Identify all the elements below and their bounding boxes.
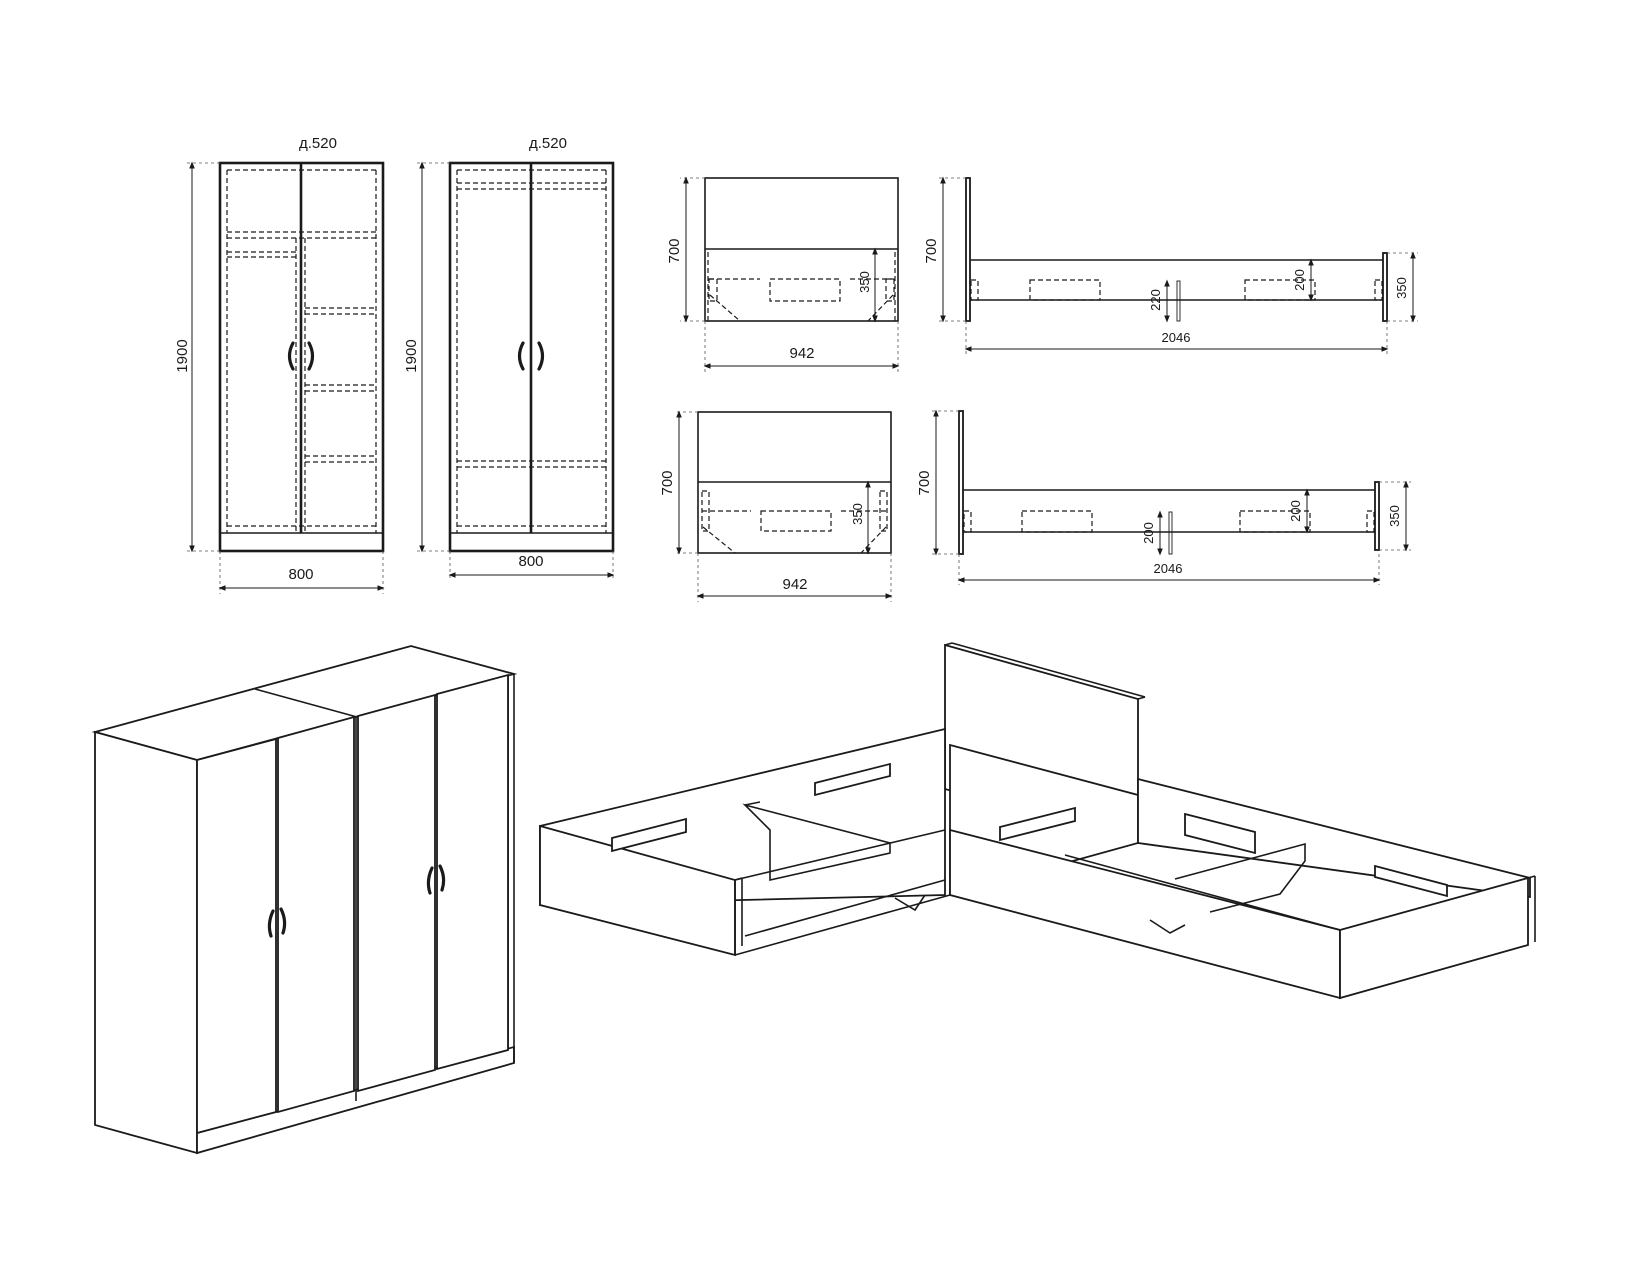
bed-top-front-view [704, 177, 899, 322]
bed-bottom-side-view [958, 410, 1380, 555]
wardrobe-right-depth-label: д.520 [529, 135, 567, 152]
wardrobe-right-front-view [448, 161, 615, 553]
door-handle [426, 866, 434, 895]
door-handle [438, 864, 446, 892]
bed-top-side-height-label: 700 [923, 238, 940, 263]
wardrobe-right-height-label: 1900 [403, 339, 420, 372]
bed-bottom-side-dimensions: 700 200 200 350 2046 [916, 409, 1411, 585]
bed-top-front-drawer-height-label: 350 [857, 271, 872, 293]
bed-bottom-side-leg-label: 200 [1141, 522, 1156, 544]
bed-bottom-side-height-label: 700 [916, 470, 933, 495]
wardrobe-right-dimensions: д.520 1900 800 [403, 135, 615, 580]
door-handle-left [517, 341, 525, 371]
wardrobe-left-dimensions: д.520 1900 800 [174, 135, 385, 594]
bed-bottom-side-length-label: 2046 [1154, 561, 1183, 576]
bed-bottom-front-width-label: 942 [782, 576, 807, 593]
bed-bottom-front-height-label: 700 [659, 470, 676, 495]
door-handle-left [287, 341, 295, 371]
wardrobe-left-width-label: 800 [288, 566, 313, 583]
bed-top-side-dimensions: 700 220 200 350 2046 [923, 176, 1418, 354]
bed-bottom-front-dimensions: 700 350 942 [659, 410, 893, 602]
wardrobe-left-height-label: 1900 [174, 339, 191, 372]
door-handle [267, 909, 275, 938]
wardrobe-isometric-view [91, 645, 518, 1155]
wardrobe-right-width-label: 800 [518, 553, 543, 570]
bed-bottom-front-view [697, 411, 892, 554]
door-handle-right [537, 341, 545, 371]
bed-bottom-side-foot-label: 350 [1387, 505, 1402, 527]
bed-top-front-height-label: 700 [666, 238, 683, 263]
bed-top-side-view [965, 177, 1388, 322]
bed-top-side-length-label: 2046 [1162, 330, 1191, 345]
wardrobe-left-depth-label: д.520 [299, 135, 337, 152]
bed-top-side-leg-label: 220 [1148, 289, 1163, 311]
wardrobe-left-front-view [218, 161, 385, 553]
bed-top-front-dimensions: 700 350 942 [666, 176, 900, 372]
door-handle [279, 907, 287, 935]
beds-isometric-view [539, 642, 1536, 1000]
bed-bottom-side-mid-label: 200 [1288, 500, 1303, 522]
bed-bottom-front-drawer-height-label: 350 [850, 503, 865, 525]
bed-top-side-foot-label: 350 [1394, 277, 1409, 299]
bed-top-side-mid-label: 200 [1292, 269, 1307, 291]
door-handle-right [307, 341, 315, 371]
bed-top-front-width-label: 942 [789, 345, 814, 362]
